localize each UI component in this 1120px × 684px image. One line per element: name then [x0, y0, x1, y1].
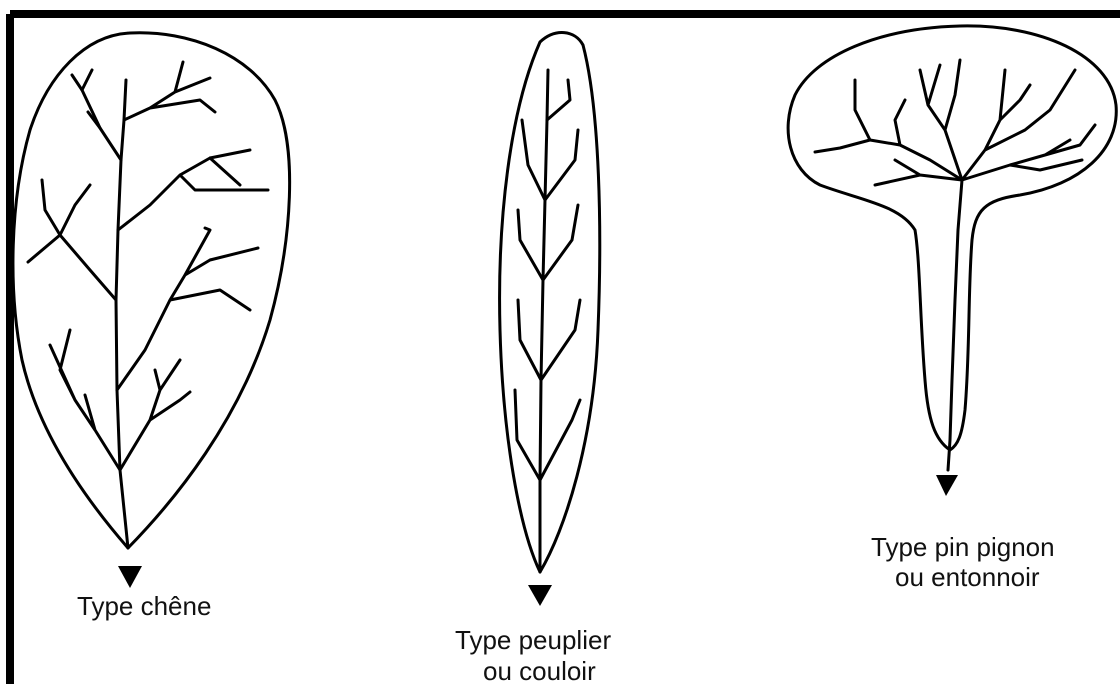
oak-tributary-6: [117, 228, 258, 390]
oak-main-channel: [116, 80, 128, 548]
oak-tributary-3: [124, 62, 215, 120]
pine-type-label-line1: Type pin pignon: [871, 532, 1055, 562]
oak-type-label: Type chêne: [77, 591, 211, 621]
oak-tributary-1: [72, 75, 121, 160]
pine-type-label-line2: ou entonnoir: [895, 562, 1040, 592]
oak-outlet-arrow: [118, 566, 142, 588]
poplar-main-channel: [540, 70, 548, 572]
pine-type-basin: Type pin pignon ou entonnoir: [788, 26, 1116, 592]
oak-tributary-8: [50, 330, 120, 470]
poplar-tributary-5: [540, 400, 580, 480]
poplar-tributary-3: [518, 205, 578, 380]
poplar-outlet-arrow: [528, 585, 552, 606]
pine-main-channel: [948, 180, 962, 470]
poplar-type-label-line2: ou couloir: [483, 656, 596, 684]
oak-type-basin: Type chêne: [13, 33, 290, 621]
poplar-type-label-line1: Type peuplier: [455, 625, 611, 655]
oak-basin-outline: [13, 33, 290, 548]
pine-outlet-arrow: [936, 475, 958, 496]
pine-tributary-2: [920, 60, 962, 180]
oak-tributary-7: [120, 360, 190, 470]
oak-tributary-5: [28, 180, 116, 300]
poplar-type-basin: Type peuplier ou couloir: [455, 33, 611, 684]
poplar-basin-outline: [500, 33, 600, 572]
oak-tributary-4: [118, 150, 268, 230]
pine-tributary-1: [815, 80, 962, 180]
poplar-tributary-4: [515, 300, 580, 480]
